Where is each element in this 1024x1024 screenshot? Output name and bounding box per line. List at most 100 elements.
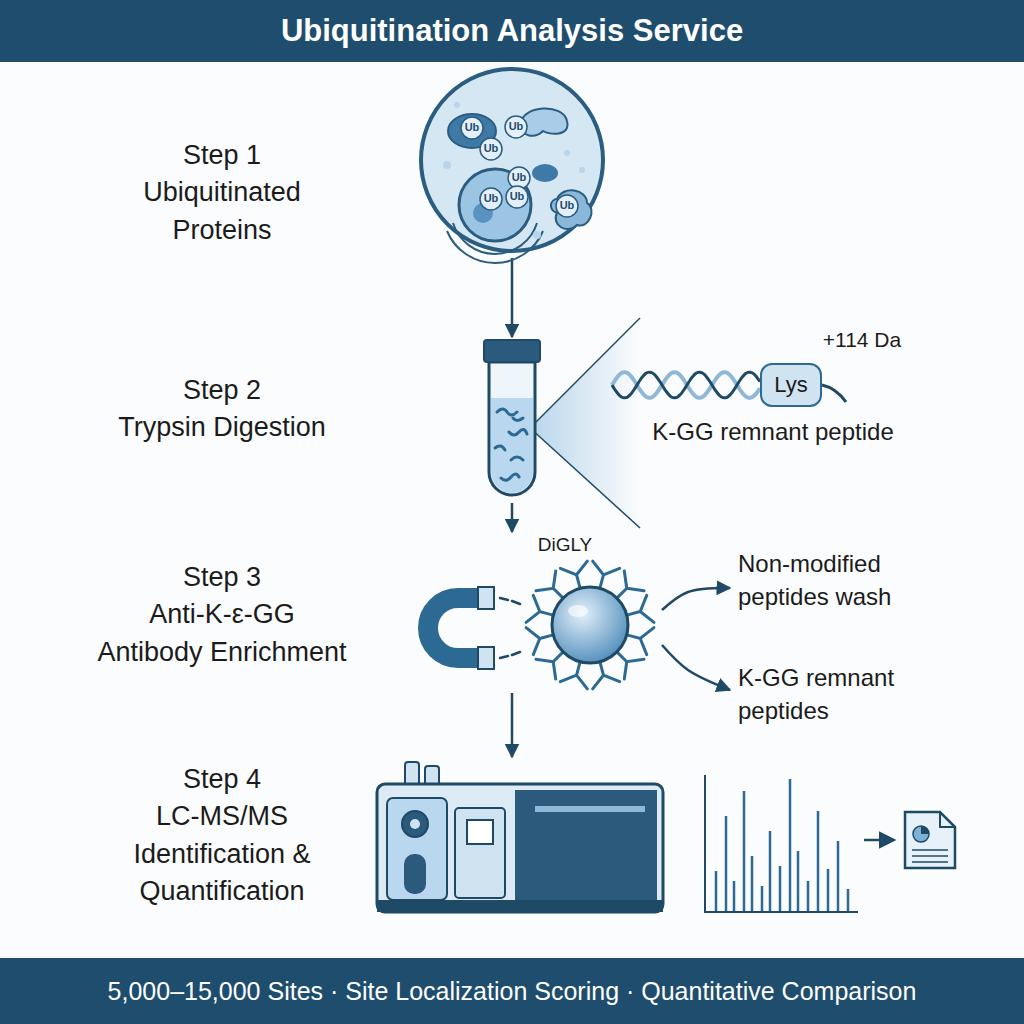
ubiquitin-label: Ub bbox=[484, 142, 499, 155]
spectrum-peak bbox=[807, 881, 810, 911]
instrument-body bbox=[377, 784, 663, 912]
flow-arrow bbox=[511, 693, 514, 757]
display-screen bbox=[467, 820, 493, 844]
document-fold bbox=[940, 812, 955, 827]
spectrum-peak bbox=[827, 869, 830, 911]
spectrum-peak bbox=[751, 856, 754, 911]
vesicle bbox=[533, 231, 541, 239]
flow-arrow bbox=[662, 588, 730, 610]
peptide-fragment bbox=[509, 429, 527, 435]
ubiquitin-label: Ub bbox=[560, 199, 575, 212]
lc-ms-instrument-drawing bbox=[375, 760, 665, 915]
antibody bbox=[526, 595, 553, 622]
antibody bbox=[526, 628, 553, 655]
ubiquitin-label: Ub bbox=[510, 190, 525, 203]
magnet-pole bbox=[478, 587, 494, 609]
text-line: Quantification bbox=[57, 872, 387, 909]
ubiquitin-tag bbox=[480, 188, 502, 210]
document-line bbox=[912, 849, 948, 851]
title: Ubiquitination Analysis Service bbox=[281, 13, 743, 49]
output-label: K-GG remnant peptides bbox=[738, 661, 894, 727]
document-line bbox=[912, 855, 948, 857]
vesicle bbox=[564, 150, 570, 156]
antibody bbox=[593, 662, 620, 689]
text-line: Anti-K-ε-GG bbox=[57, 596, 387, 633]
antibody bbox=[560, 662, 587, 689]
magnetic-bead bbox=[552, 587, 628, 663]
test-tube: Step 2 Trypsin Digestion bbox=[483, 340, 541, 500]
ubiquitin-label: Ub bbox=[509, 120, 524, 133]
text-line: peptides wash bbox=[738, 580, 891, 613]
step-label: Step 2 Trypsin Digestion bbox=[57, 372, 387, 447]
text-line: Identification & bbox=[57, 835, 387, 872]
instrument-base bbox=[377, 900, 663, 912]
enriched-output: K-GG remnant peptides bbox=[738, 661, 894, 727]
antibody bbox=[617, 571, 644, 598]
text-line: LC-MS/MS bbox=[57, 798, 387, 835]
antibody bbox=[536, 571, 563, 598]
spectrum-peak bbox=[733, 881, 736, 911]
ubiquitin-tag bbox=[506, 186, 528, 208]
detector-port bbox=[410, 819, 420, 829]
antibody-label: DiGLY bbox=[525, 532, 605, 558]
tube-body bbox=[489, 362, 535, 495]
pie-chart bbox=[913, 826, 929, 842]
antibody bbox=[560, 561, 587, 588]
remnant-label: K-GG remnant peptide bbox=[652, 418, 893, 447]
ubiquitin-label: Ub bbox=[484, 192, 499, 205]
cell-membrane bbox=[421, 69, 603, 251]
ubiquitin-label: Ub bbox=[465, 121, 480, 134]
spectrum-peak bbox=[817, 811, 820, 911]
spectrum-peak bbox=[797, 851, 800, 911]
text-line: Step 3 bbox=[57, 559, 387, 596]
ubiquitin-tag bbox=[556, 195, 578, 217]
pie-slice bbox=[921, 826, 929, 834]
ion-source bbox=[404, 854, 426, 894]
magnetic-field-mark bbox=[500, 598, 508, 600]
ubiquitin-tag bbox=[461, 117, 483, 139]
spectrum-axis bbox=[705, 775, 858, 912]
lc-ms-instrument: Step 4 LC-MS/MS Identification & Quantif… bbox=[375, 760, 665, 915]
spectrum-peak bbox=[715, 871, 718, 911]
antibody bbox=[593, 561, 620, 588]
instrument-slot bbox=[535, 806, 645, 812]
residue-label: Lys bbox=[774, 370, 807, 400]
ubiquitin-tag bbox=[505, 116, 527, 138]
ubiquitin-tag bbox=[480, 138, 502, 160]
protein-blob bbox=[532, 164, 558, 182]
magnetic-field-mark bbox=[512, 652, 520, 655]
text-line: peptides bbox=[738, 694, 894, 727]
zoom-wedge bbox=[530, 318, 640, 528]
peptide-fragment bbox=[497, 409, 517, 415]
peptide-helix bbox=[612, 372, 760, 398]
cell-illustration: Step 1 Ubiquitinated Proteins bbox=[417, 65, 607, 255]
text-line: Step 2 bbox=[57, 372, 387, 409]
tube-cap bbox=[484, 340, 540, 362]
text-line: Step 1 bbox=[57, 137, 387, 174]
peptide-fragment bbox=[501, 474, 519, 480]
step-label: Step 3 Anti-K-ε-GG Antibody Enrichment bbox=[57, 559, 387, 671]
antibody bbox=[627, 595, 654, 622]
peptide-tail bbox=[822, 385, 846, 402]
instrument-panel bbox=[515, 790, 657, 900]
antibody bbox=[627, 628, 654, 655]
step-label: Step 1 Ubiquitinated Proteins bbox=[57, 137, 387, 249]
antibody-bead: Step 3 Anti-K-ε-GG Antibody EnrichmentDi… bbox=[500, 535, 660, 690]
peptide-fragment bbox=[511, 457, 523, 460]
control-module bbox=[455, 808, 505, 898]
nucleus bbox=[459, 169, 531, 241]
text-line: Non-modified bbox=[738, 547, 891, 580]
text-line: Step 4 bbox=[57, 761, 387, 798]
tube-liquid bbox=[491, 398, 533, 493]
spectrum-peak bbox=[769, 831, 772, 911]
report-arrow bbox=[864, 839, 893, 842]
text-line: Ubiquitinated bbox=[57, 174, 387, 211]
peptide-fragment bbox=[513, 418, 523, 421]
spectrum-peak bbox=[725, 816, 728, 911]
spectrum-peak bbox=[779, 866, 782, 911]
spectrum-peak bbox=[789, 779, 792, 911]
protein-blob bbox=[521, 108, 568, 135]
magnet-pole bbox=[478, 647, 494, 669]
spectrum-peak bbox=[847, 889, 850, 911]
